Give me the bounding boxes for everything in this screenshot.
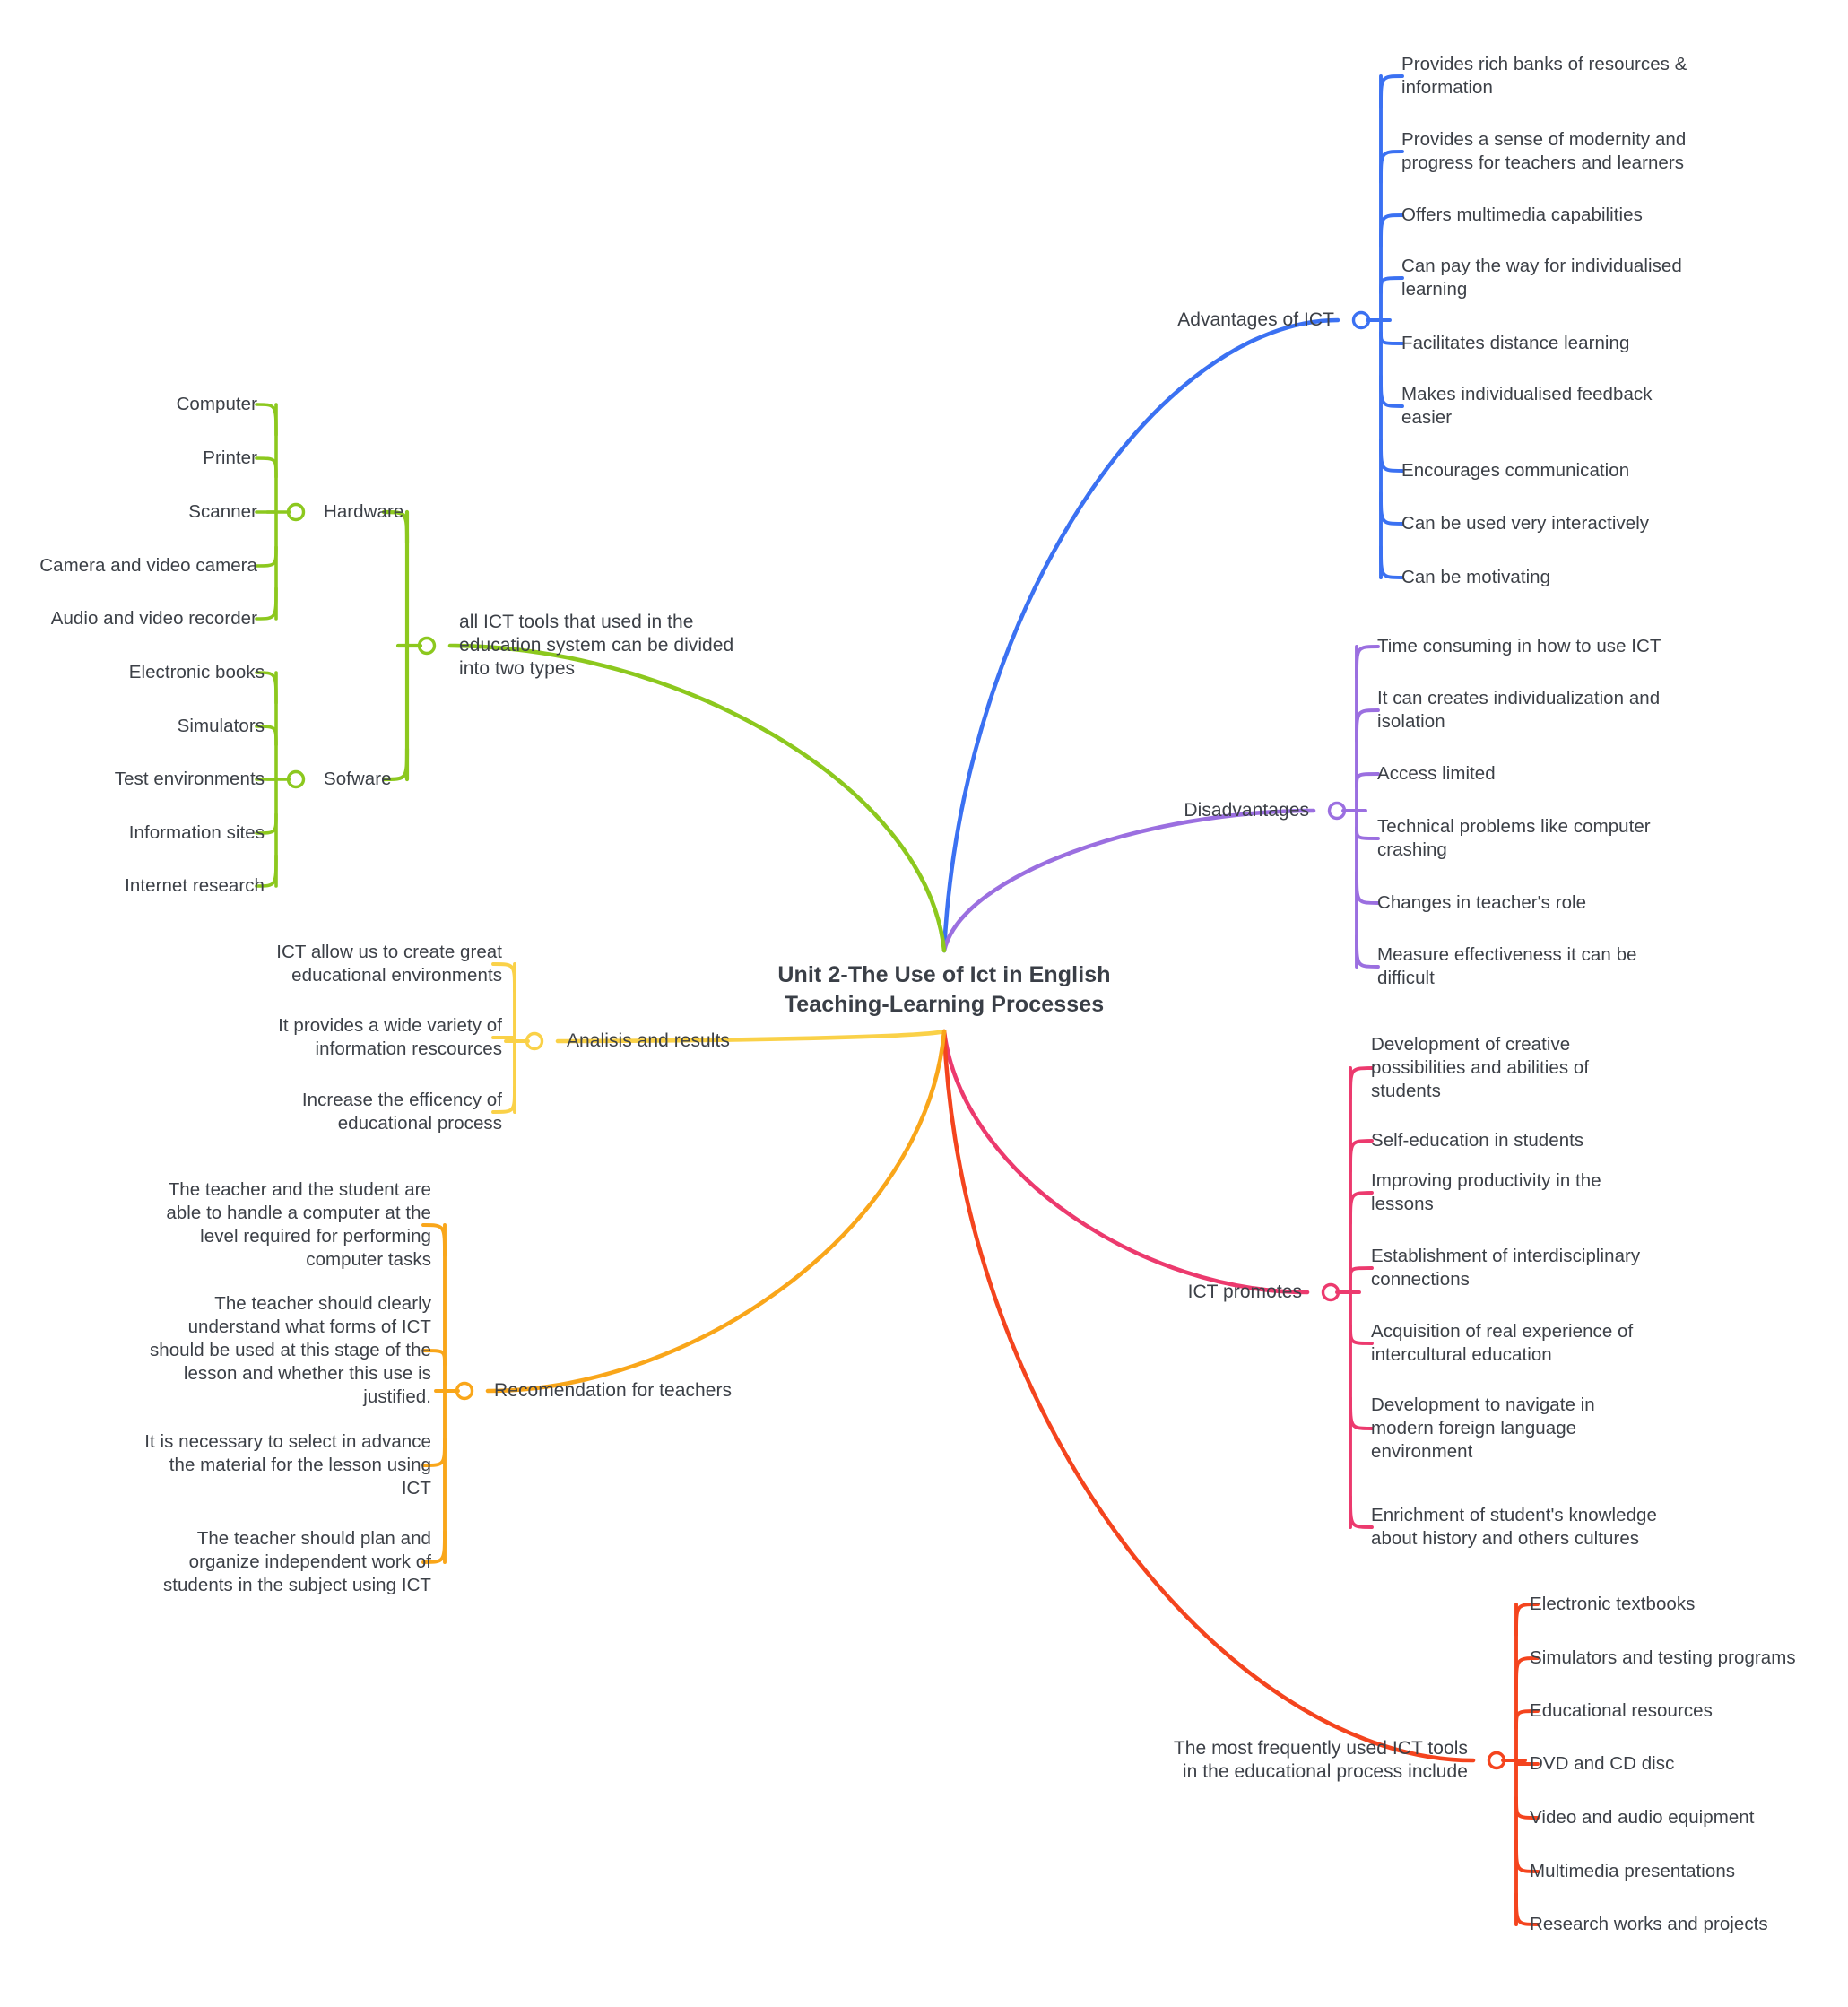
branch-node-ict-tools-types[interactable] xyxy=(417,636,437,656)
leaf-connector xyxy=(1355,934,1380,969)
branch-label-analisis[interactable]: Analisis and results xyxy=(567,1030,730,1051)
leaf-connector xyxy=(255,403,278,437)
leaf-encourages-communication[interactable]: Encourages communication xyxy=(1401,460,1630,481)
leaf-self-education-in-students[interactable]: Self-education in students xyxy=(1371,1130,1584,1151)
leaf-connector xyxy=(1355,826,1380,840)
leaf-changes-in-teacher-s-role[interactable]: Changes in teacher's role xyxy=(1377,892,1587,913)
leaf-connector xyxy=(1349,1191,1374,1225)
leaf-it-is-necessary-to-select-in-advance-the-mat[interactable]: It is necessary to select in advance the… xyxy=(144,1431,431,1499)
leaf-research-works-and-projects[interactable]: Research works and projects xyxy=(1530,1914,1768,1934)
leaf-connector xyxy=(1349,1266,1374,1281)
leaf-connector xyxy=(1349,1066,1374,1100)
leaf-connector xyxy=(1379,276,1404,295)
leaf-acquisition-of-real-experience-of-intercultu[interactable]: Acquisition of real experience of interc… xyxy=(1371,1321,1634,1365)
leaf-connector xyxy=(1379,374,1404,408)
leaf-connector xyxy=(1349,1396,1374,1430)
leaf-electronic-books[interactable]: Electronic books xyxy=(128,662,265,682)
leaf-connector xyxy=(1379,545,1404,579)
leaf-audio-and-video-recorder[interactable]: Audio and video recorder xyxy=(50,608,257,629)
branch-label-ict-tools-types[interactable]: all ICT tools that used in the education… xyxy=(459,612,734,679)
leaf-can-pay-the-way-for-individualised-learning[interactable]: Can pay the way for individualised learn… xyxy=(1401,256,1682,300)
branch-node-disadvantages[interactable] xyxy=(1327,801,1347,821)
leaf-simulators-and-testing-programs[interactable]: Simulators and testing programs xyxy=(1530,1647,1796,1668)
trunk-connector xyxy=(941,1029,1310,1295)
leaf-connector xyxy=(1349,1139,1374,1173)
leaf-the-teacher-should-plan-and-organize-indepen[interactable]: The teacher should plan and organize ind… xyxy=(162,1528,431,1595)
sub-node-hardware[interactable] xyxy=(286,502,306,522)
leaf-connector xyxy=(255,545,278,568)
leaf-enrichment-of-student-s-knowledge-about-hist[interactable]: Enrichment of student's knowledge about … xyxy=(1371,1505,1657,1549)
branch-node-advantages[interactable] xyxy=(1351,310,1371,330)
leaf-simulators[interactable]: Simulators xyxy=(177,716,265,736)
trunk-connector xyxy=(941,317,1340,953)
leaf-scanner[interactable]: Scanner xyxy=(188,501,257,522)
leaf-access-limited[interactable]: Access limited xyxy=(1377,763,1496,784)
branch-node-analisis[interactable] xyxy=(525,1031,544,1051)
leaf-electronic-textbooks[interactable]: Electronic textbooks xyxy=(1530,1594,1696,1614)
leaf-can-be-used-very-interactively[interactable]: Can be used very interactively xyxy=(1401,513,1650,534)
leaf-connector xyxy=(1379,331,1404,345)
leaf-facilitates-distance-learning[interactable]: Facilitates distance learning xyxy=(1401,333,1630,353)
leaf-connector xyxy=(1355,708,1380,743)
leaf-it-provides-a-wide-variety-of-information-re[interactable]: It provides a wide variety of informatio… xyxy=(278,1015,502,1059)
leaf-connector xyxy=(1355,645,1380,679)
leaf-offers-multimedia-capabilities[interactable]: Offers multimedia capabilities xyxy=(1401,204,1643,225)
leaf-can-be-motivating[interactable]: Can be motivating xyxy=(1401,567,1551,587)
sub-branch-label-hardware[interactable]: Hardware xyxy=(324,501,404,522)
leaf-the-teacher-and-the-student-are-able-to-hand[interactable]: The teacher and the student are able to … xyxy=(166,1179,431,1270)
leaf-connector xyxy=(255,586,278,621)
leaf-multimedia-presentations[interactable]: Multimedia presentations xyxy=(1530,1861,1736,1881)
leaf-establishment-of-interdisciplinary-connectio[interactable]: Establishment of interdisciplinary conne… xyxy=(1371,1246,1641,1290)
leaf-connector xyxy=(1349,1324,1374,1345)
leaf-provides-a-sense-of-modernity-and-progress-f[interactable]: Provides a sense of modernity and progre… xyxy=(1401,129,1687,173)
leaf-connector xyxy=(1349,1495,1374,1529)
leaf-development-of-creative-possibilities-and-ab[interactable]: Development of creative possibilities an… xyxy=(1371,1034,1590,1101)
branch-label-disadvantages[interactable]: Disadvantages xyxy=(1184,800,1309,821)
branch-label-ict-promotes[interactable]: ICT promotes xyxy=(1187,1282,1302,1302)
leaf-connector xyxy=(1379,439,1404,473)
leaf-makes-individualised-feedback-easier[interactable]: Makes individualised feedback easier xyxy=(1401,384,1653,428)
leaf-printer[interactable]: Printer xyxy=(203,447,257,468)
leaf-camera-and-video-camera[interactable]: Camera and video camera xyxy=(39,555,257,576)
trunk-connector xyxy=(447,643,947,953)
leaf-measure-effectiveness-it-can-be-difficult[interactable]: Measure effectiveness it can be difficul… xyxy=(1377,944,1637,988)
leaf-connector xyxy=(1379,213,1404,248)
branch-node-ict-promotes[interactable] xyxy=(1321,1282,1340,1302)
leaf-time-consuming-in-how-to-use-ict[interactable]: Time consuming in how to use ICT xyxy=(1377,636,1661,656)
branch-node-most-used-tools[interactable] xyxy=(1487,1751,1506,1770)
leaf-the-teacher-should-clearly-understand-what-f[interactable]: The teacher should clearly understand wh… xyxy=(149,1293,431,1407)
branch-node-recomendation[interactable] xyxy=(455,1381,474,1401)
leaf-connector xyxy=(1355,772,1380,789)
trunk-connector xyxy=(941,808,1316,953)
leaf-connector xyxy=(1379,491,1404,526)
branch-label-most-used-tools[interactable]: The most frequently used ICT tools in th… xyxy=(1173,1738,1468,1782)
leaf-technical-problems-like-computer-crashing[interactable]: Technical problems like computer crashin… xyxy=(1377,816,1651,860)
center-topic-title[interactable]: Unit 2-The Use of Ict in English Teachin… xyxy=(777,962,1111,1017)
leaf-it-can-creates-individualization-and-isolati[interactable]: It can creates individualization and iso… xyxy=(1377,688,1661,732)
leaf-connector xyxy=(1379,150,1404,184)
leaf-dvd-and-cd-disc[interactable]: DVD and CD disc xyxy=(1530,1753,1675,1774)
leaf-improving-productivity-in-the-lessons[interactable]: Improving productivity in the lessons xyxy=(1371,1170,1601,1214)
branch-label-recomendation[interactable]: Recomendation for teachers xyxy=(494,1380,733,1401)
leaf-test-environments[interactable]: Test environments xyxy=(114,769,265,789)
leaf-connector xyxy=(1379,74,1404,109)
leaf-information-sites[interactable]: Information sites xyxy=(128,822,265,843)
leaf-provides-rich-banks-of-resources-information[interactable]: Provides rich banks of resources & infor… xyxy=(1401,54,1687,98)
leaf-computer[interactable]: Computer xyxy=(176,394,257,414)
leaf-increase-the-efficency-of-educational-proces[interactable]: Increase the efficency of educational pr… xyxy=(301,1090,502,1134)
sub-node-sofware[interactable] xyxy=(286,769,306,789)
leaf-ict-allow-us-to-create-great-educational-env[interactable]: ICT allow us to create great educational… xyxy=(276,942,502,986)
leaf-development-to-navigate-in-modern-foreign-la[interactable]: Development to navigate in modern foreig… xyxy=(1371,1394,1595,1462)
sub-branch-label-sofware[interactable]: Sofware xyxy=(324,769,392,789)
branch-label-advantages[interactable]: Advantages of ICT xyxy=(1177,309,1334,330)
leaf-video-and-audio-equipment[interactable]: Video and audio equipment xyxy=(1530,1807,1755,1828)
leaf-educational-resources[interactable]: Educational resources xyxy=(1530,1700,1713,1721)
leaf-connector xyxy=(255,456,278,479)
leaf-connector xyxy=(1355,871,1380,905)
trunk-connector xyxy=(485,1029,947,1394)
leaf-internet-research[interactable]: Internet research xyxy=(125,875,265,896)
